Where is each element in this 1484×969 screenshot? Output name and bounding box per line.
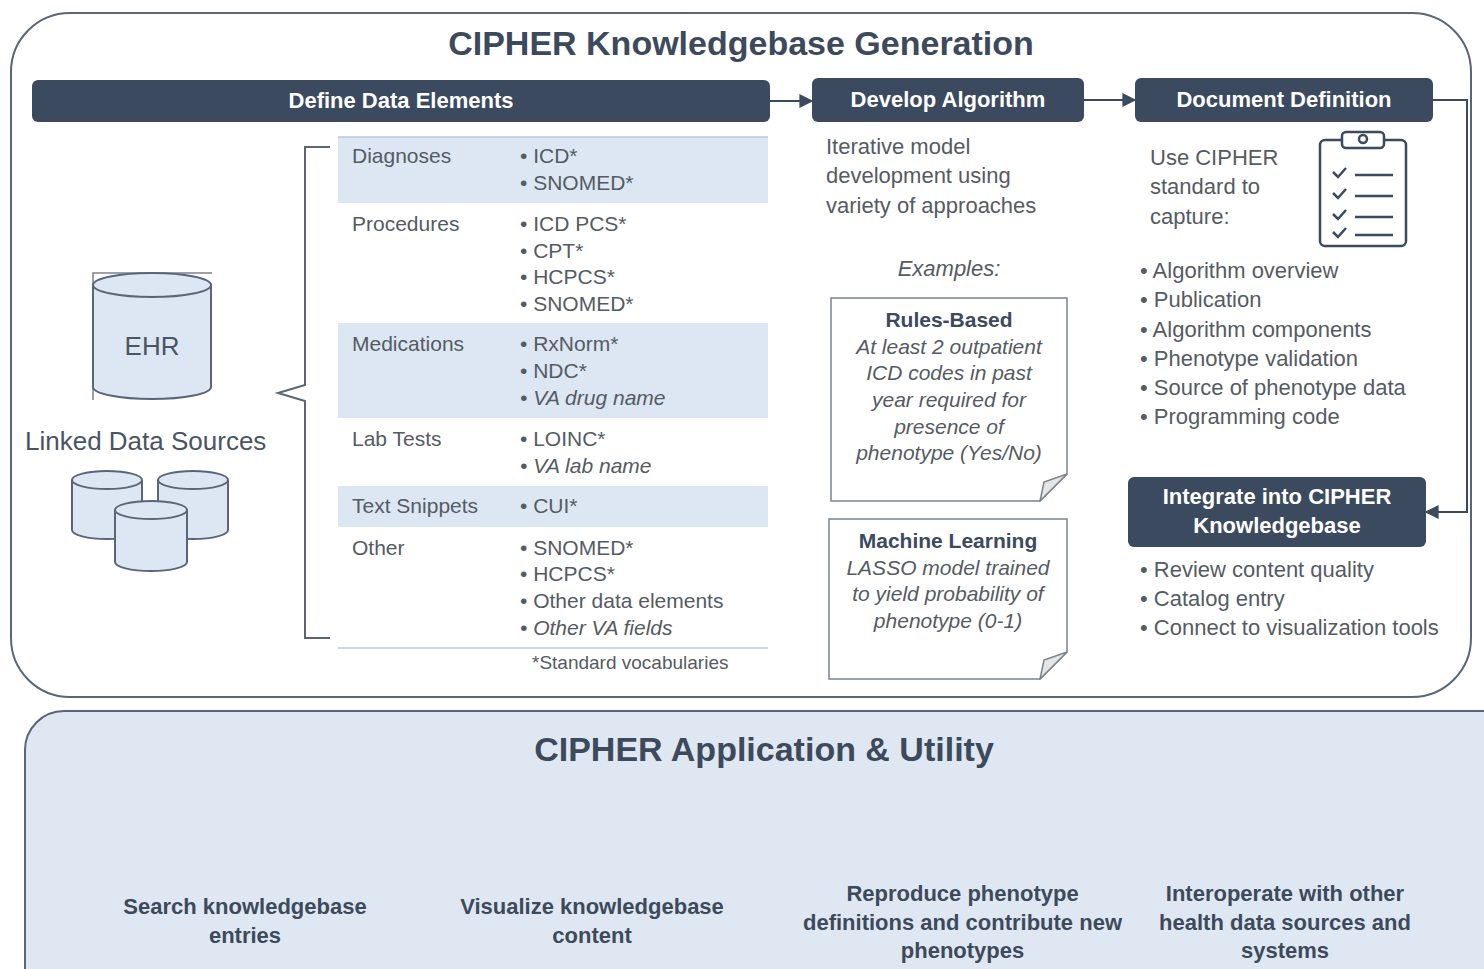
table-cell: • CUI*: [520, 493, 578, 520]
database-cylinder: EHR: [92, 272, 212, 400]
table-cell: Medications: [352, 331, 464, 358]
text-label: • Catalog entry: [1140, 584, 1285, 613]
utility-caption: Visualize knowledgebase content: [442, 893, 742, 950]
table-cell: • HCPCS*: [520, 561, 615, 588]
utility-caption: Reproduce phenotype definitions and cont…: [800, 880, 1125, 966]
table-cell: • HCPCS*: [520, 264, 615, 291]
node-heading: Rules-Based: [844, 307, 1054, 334]
node-heading: Develop Algorithm: [851, 86, 1046, 115]
table-cell: • ICD*: [520, 143, 578, 170]
text-label: • Programming code: [1140, 402, 1340, 431]
text-label: • Publication: [1140, 285, 1261, 314]
utility-caption: Interoperate with other health data sour…: [1135, 880, 1435, 966]
text-label: Iterative model development using variet…: [826, 132, 1066, 220]
table-cell: • VA lab name: [520, 453, 652, 480]
table-cell: • SNOMED*: [520, 535, 634, 562]
table-cell: • ICD PCS*: [520, 211, 627, 238]
table-cell: • SNOMED*: [520, 170, 634, 197]
node-heading: Define Data Elements: [289, 87, 514, 116]
table-cell: Text Snippets: [352, 493, 478, 520]
text-label: Linked Data Sources: [25, 425, 266, 458]
text-label: • Connect to visualization tools: [1140, 613, 1447, 642]
node-body: LASSO model trained to yield probability…: [842, 555, 1054, 635]
clipboard-icon: [1320, 132, 1406, 246]
step-header: Define Data Elements: [32, 80, 770, 122]
node-heading: Document Definition: [1176, 86, 1391, 115]
text-label: Examples:: [830, 254, 1068, 283]
table-cell: • CPT*: [520, 238, 583, 265]
step-header: Develop Algorithm: [812, 78, 1084, 122]
flow-arrow: [1084, 99, 1135, 101]
brace: [278, 147, 330, 638]
table-cell: • Other data elements: [520, 588, 723, 615]
flow-arrow: [1426, 100, 1467, 512]
node-heading: Integrate into CIPHER Knowledgebase: [1138, 483, 1416, 540]
table-cell: • Other VA fields: [520, 615, 672, 642]
text-label: • Algorithm components: [1140, 315, 1371, 344]
node-heading: CIPHER Knowledgebase Generation: [12, 24, 1470, 63]
node-heading: EHR: [125, 331, 180, 362]
table-cell: • RxNorm*: [520, 331, 618, 358]
table-cell: • SNOMED*: [520, 291, 634, 318]
utility-caption: Search knowledgebase entries: [95, 893, 395, 950]
text-label: • Phenotype validation: [1140, 344, 1358, 373]
step-header: Document Definition: [1135, 78, 1433, 122]
table-cell: Diagnoses: [352, 143, 451, 170]
table-cell: • NDC*: [520, 358, 587, 385]
step-header: Integrate into CIPHER Knowledgebase: [1128, 477, 1426, 547]
table-cell: Procedures: [352, 211, 459, 238]
node-heading: Machine Learning: [842, 528, 1054, 555]
table-cell: Lab Tests: [352, 426, 442, 453]
table-cell: • LOINC*: [520, 426, 606, 453]
example-note: Rules-BasedAt least 2 outpatient ICD cod…: [830, 297, 1068, 502]
table-cell: *Standard vocabularies: [532, 651, 728, 675]
example-note: Machine LearningLASSO model trained to y…: [828, 518, 1068, 680]
node-heading: CIPHER Application & Utility: [26, 730, 1484, 769]
table-cell: • VA drug name: [520, 385, 666, 412]
table-cell: Other: [352, 535, 405, 562]
text-label: • Algorithm overview: [1140, 256, 1338, 285]
database-icons: [72, 471, 228, 571]
text-label: • Review content quality: [1140, 555, 1374, 584]
node-body: At least 2 outpatient ICD codes in past …: [844, 334, 1054, 467]
flow-arrow: [770, 100, 812, 102]
table-rows: [338, 137, 768, 648]
text-label: Use CIPHER standard to capture:: [1150, 143, 1300, 231]
text-label: • Source of phenotype data: [1140, 373, 1406, 402]
